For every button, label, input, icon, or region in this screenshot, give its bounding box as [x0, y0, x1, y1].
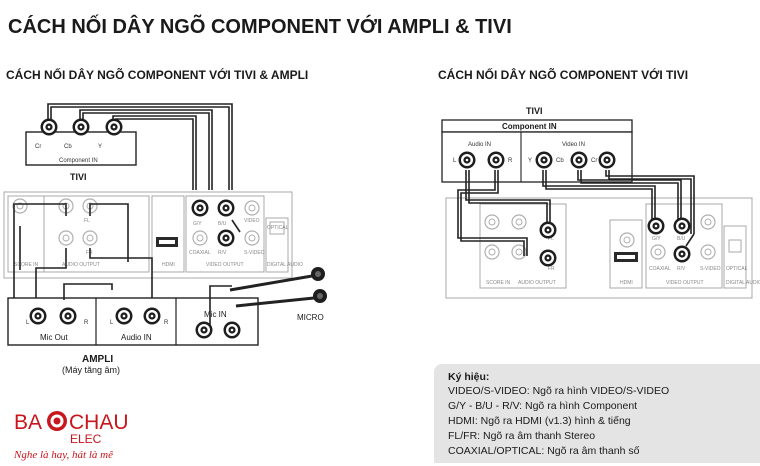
left-ampli-box: L R L R Mic Out Audio IN Mic IN	[7, 297, 259, 346]
right-tivi-cb-jack	[570, 151, 588, 169]
mic-out-l-label: L	[26, 320, 30, 326]
right-subtitle: CÁCH NỐI DÂY NGÕ COMPONENT VỚI TIVI	[438, 67, 688, 82]
hdmi-label: HDMI	[162, 262, 175, 268]
right-player-bu-jack	[673, 217, 691, 235]
tivi-cb-jack	[72, 118, 90, 136]
tivi-y-jack	[105, 118, 123, 136]
brand-left: BA	[14, 411, 42, 434]
right-audio-output-label: AUDIO OUTPUT	[518, 280, 556, 286]
right-l-label: L	[453, 158, 457, 164]
jack-label-y: Y	[98, 144, 102, 150]
right-player-fl-jack	[539, 221, 557, 239]
audio-output-label: AUDIO OUTPUT	[62, 262, 100, 268]
left-tivi-label: TIVI	[70, 172, 87, 182]
right-player-fr-jack	[539, 249, 557, 267]
right-hdmi-label: HDMI	[620, 280, 633, 286]
right-bu-label: B/U	[677, 236, 686, 242]
score-in-label: SCORE IN	[14, 262, 39, 268]
right-player-gy-jack	[647, 217, 665, 235]
audio-in-caption: Audio IN	[121, 333, 152, 342]
right-tivi-cr-jack	[598, 151, 616, 169]
brand-right: CHAU	[69, 411, 129, 434]
tivi-cr-jack	[40, 118, 58, 136]
right-optical-label: OPTICAL	[726, 266, 748, 272]
legend-title: Ký hiệu:	[448, 371, 490, 383]
brand-sub: ELEC	[70, 432, 102, 446]
player-rv-jack	[217, 229, 235, 247]
right-video-output-label: VIDEO OUTPUT	[666, 280, 704, 286]
right-svideo-label: S-VIDEO	[700, 266, 721, 272]
right-cr-label: Cr	[591, 158, 597, 164]
audio-in-r-label: R	[164, 320, 169, 326]
right-score-in-label: SCORE IN	[486, 280, 511, 286]
right-cb-label: Cb	[556, 158, 564, 164]
coaxial-label: COAXIAL	[189, 250, 211, 256]
main-title: CÁCH NỐI DÂY NGÕ COMPONENT VỚI AMPLI & T…	[8, 14, 512, 38]
right-tivi-l-jack	[458, 151, 476, 169]
legend-panel	[434, 364, 760, 463]
mic-in-caption: Mic IN	[204, 310, 227, 319]
left-player-panel: SCORE IN AUDIO OUTPUT FL FR HDMI VIDEO O…	[3, 191, 303, 279]
right-audio-in-label: Audio IN	[468, 142, 491, 148]
video-label: VIDEO	[244, 218, 260, 224]
right-r-label: R	[508, 158, 513, 164]
right-fl-label: FL	[548, 236, 554, 242]
right-tivi-box: Component IN Audio IN Video IN L R Y Cb …	[441, 119, 633, 183]
jack-label-cr: Cr	[35, 144, 41, 150]
rv-label: R/V	[218, 250, 227, 256]
right-digital-audio-label: DIGITAL AUDIO	[726, 280, 760, 286]
audio-in-l-jack	[115, 307, 133, 325]
right-gy-label: G/Y	[652, 236, 661, 242]
mic-in-jack-2	[223, 321, 241, 339]
right-tivi-label: TIVI	[526, 106, 543, 116]
mic-out-caption: Mic Out	[40, 333, 68, 342]
right-wires	[457, 170, 695, 256]
legend-line: HDMI: Ngõ ra HDMI (v1.3) hình & tiếng	[448, 415, 631, 427]
brand-slogan: Nghe là hay, hát là mê	[13, 449, 113, 461]
left-tivi-component-box: Cr Cb Y Component IN	[25, 131, 137, 166]
right-tivi-r-jack	[487, 151, 505, 169]
optical-label: OPTICAL	[267, 225, 289, 231]
gy-label: G/Y	[193, 221, 202, 227]
legend-line: VIDEO/S-VIDEO: Ngõ ra hình VIDEO/S-VIDEO	[448, 385, 670, 397]
jack-label-cb: Cb	[64, 144, 72, 150]
right-component-in-label: Component IN	[502, 122, 557, 131]
micro-label: MICRO	[297, 313, 324, 322]
component-in-caption: Component IN	[59, 158, 98, 164]
right-player-rv-jack	[673, 245, 691, 263]
microphone-icon	[235, 289, 327, 308]
mic-in-jack-1	[195, 321, 213, 339]
audio-in-l-label: L	[110, 320, 114, 326]
audio-in-r-jack	[143, 307, 161, 325]
svideo-label: S-VIDEO	[244, 250, 265, 256]
microphone-icon	[229, 267, 325, 292]
mic-out-r-label: R	[84, 320, 89, 326]
ampli-sublabel: (Máy tăng âm)	[62, 365, 120, 375]
video-output-label: VIDEO OUTPUT	[206, 262, 244, 268]
player-gy-jack	[191, 199, 209, 217]
right-player-panel: SCORE IN AUDIO OUTPUT HDMI VIDEO OUTPUT …	[445, 197, 760, 299]
bu-label: B/U	[218, 221, 227, 227]
mic-out-l-jack	[29, 307, 47, 325]
left-subtitle: CÁCH NỐI DÂY NGÕ COMPONENT VỚI TIVI & AM…	[6, 67, 308, 82]
right-video-in-label: Video IN	[562, 142, 585, 148]
right-fr-label: FR	[548, 266, 555, 272]
fl-label: FL	[84, 218, 90, 224]
right-rv-label: R/V	[677, 266, 686, 272]
player-bu-jack	[217, 199, 235, 217]
digital-audio-label: DIGITAL AUDIO	[267, 262, 303, 268]
legend-line: COAXIAL/OPTICAL: Ngõ ra âm thanh số	[448, 445, 640, 457]
ampli-label: AMPLI	[82, 354, 113, 365]
right-y-label: Y	[528, 158, 532, 164]
right-tivi-y-jack	[535, 151, 553, 169]
left-wires	[13, 103, 241, 330]
brand-logo: BA CHAU ELEC Nghe là hay, hát là mê	[12, 405, 162, 461]
legend-line: G/Y - B/U - R/V: Ngõ ra hình Component	[448, 400, 638, 412]
right-coaxial-label: COAXIAL	[649, 266, 671, 272]
mic-out-r-jack	[59, 307, 77, 325]
legend-line: FL/FR: Ngõ ra âm thanh Stereo	[448, 430, 596, 442]
